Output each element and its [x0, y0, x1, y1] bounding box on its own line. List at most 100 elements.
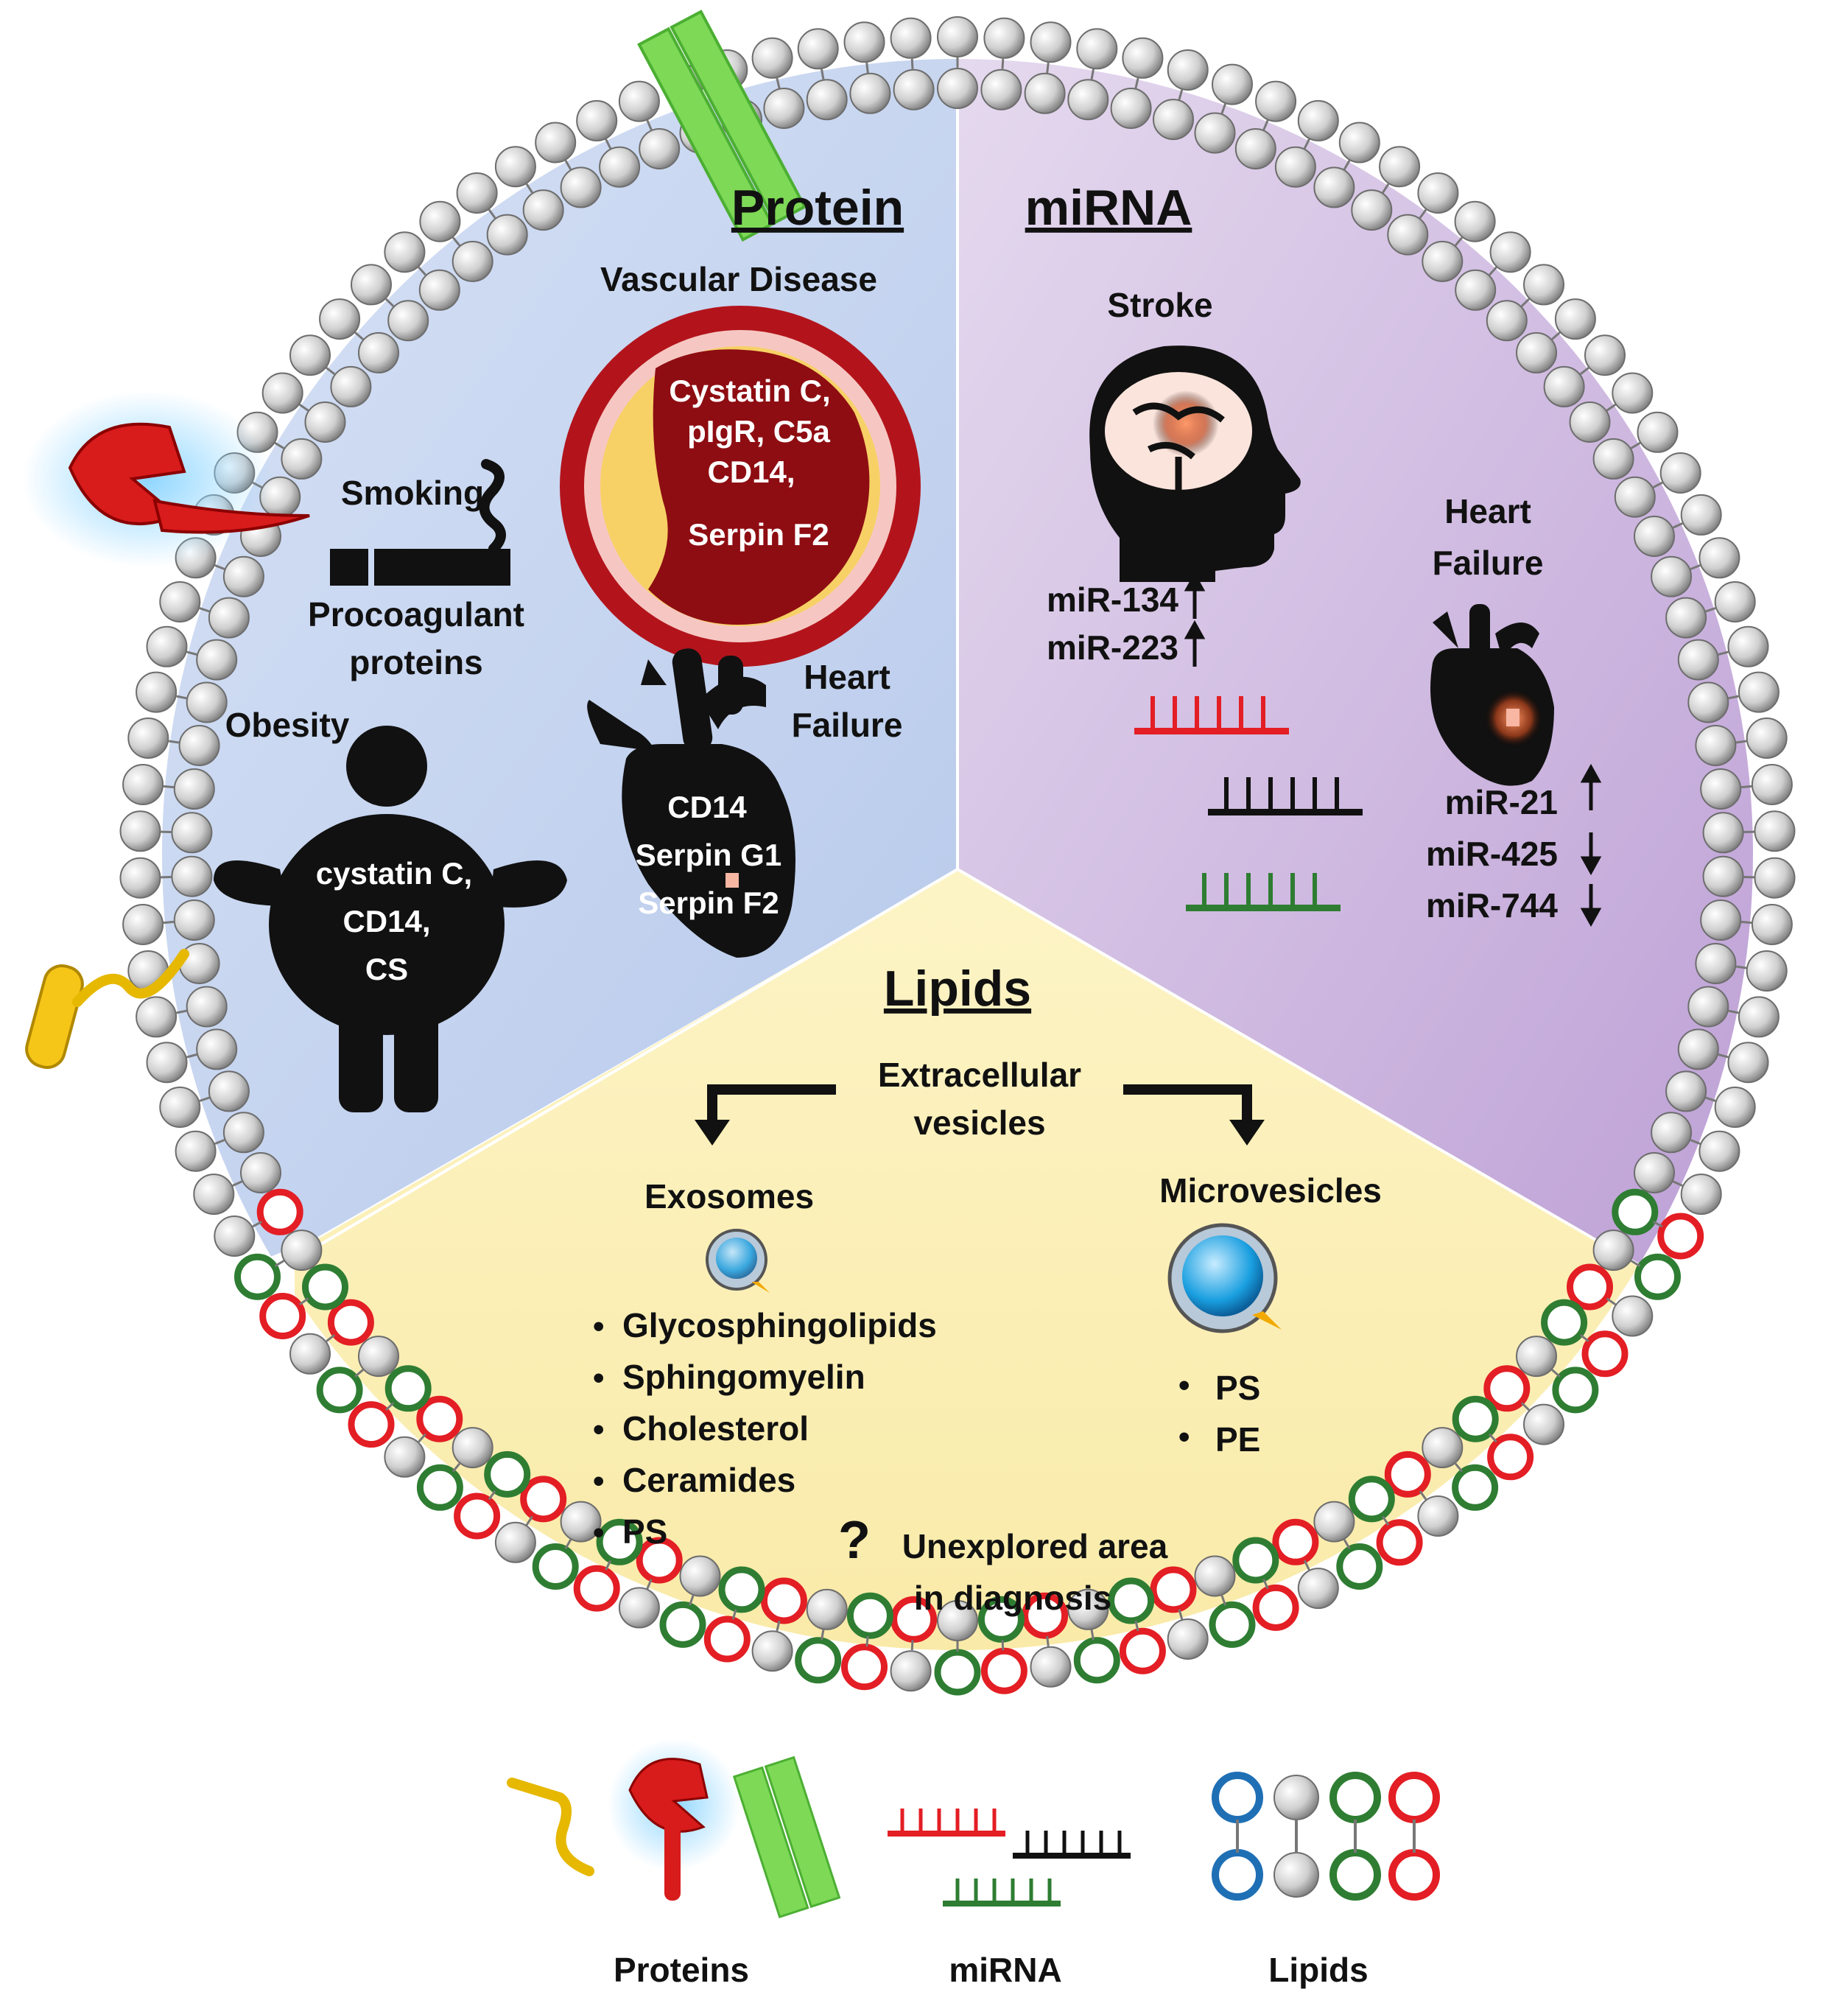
lipid-bead [937, 68, 978, 109]
lipid-bead [1657, 1213, 1704, 1260]
lipid-bead [1659, 452, 1701, 494]
lipid-bead [196, 639, 238, 681]
exosome-lipid-item: Sphingomyelin [622, 1358, 865, 1396]
lipid-tail [488, 208, 496, 219]
vascular-protein-line: Cystatin C, [669, 373, 830, 408]
lipid-bead [1076, 28, 1118, 70]
lipid-bead [1417, 172, 1459, 214]
lipid-bead [159, 1087, 201, 1128]
lipid-bead [980, 1647, 1027, 1694]
lipid-tail [1454, 1462, 1464, 1473]
lipid-bead [1727, 625, 1769, 667]
lipid-bead [1746, 718, 1788, 759]
lipid-tail [1419, 208, 1427, 219]
lipid-bead [849, 72, 891, 114]
lipid-tail [1690, 564, 1701, 570]
lipid-bead [1313, 1501, 1355, 1543]
stroke-label: Stroke [1107, 286, 1212, 324]
lipid-tail [1303, 1560, 1310, 1571]
lipid-bead [1637, 411, 1679, 453]
lipid-tail [1382, 1515, 1390, 1526]
lipid-bead [416, 1464, 463, 1511]
lipid-tail [186, 1053, 197, 1059]
lipid-bead [419, 200, 461, 242]
lipid-bead [934, 1649, 981, 1696]
protein-heart-failure-label: Failure [792, 706, 903, 744]
lipid-bead [1119, 1627, 1166, 1674]
lipid-tail [199, 1096, 210, 1102]
lipid-bead [456, 172, 498, 214]
lipid-bead [1234, 128, 1276, 169]
legend-lipid-bead [1388, 1772, 1440, 1823]
extracellular-vesicles-label: vesicles [913, 1104, 1045, 1142]
lipid-tail [1690, 1139, 1701, 1145]
lipid-bead [159, 581, 201, 622]
obesity-label: Obesity [225, 706, 350, 744]
bullet-icon: • [593, 1308, 604, 1344]
lipid-tail [385, 298, 395, 307]
question-mark-icon: ? [838, 1511, 871, 1570]
lipid-bead [330, 365, 372, 407]
lipid-bead [173, 899, 215, 941]
lipid-tail [1606, 1297, 1617, 1305]
lipid-bead [1483, 1365, 1531, 1412]
lipid-bead [1581, 1330, 1629, 1378]
lipid-bead [1297, 1568, 1339, 1610]
lipid-tail [354, 332, 364, 340]
lipid-bead [1680, 494, 1722, 536]
lipid-bead [1516, 332, 1557, 373]
lipid-tail [1220, 1595, 1227, 1606]
lipid-tail [646, 119, 653, 130]
lipid-bead [1543, 365, 1585, 407]
lipid-bead [1067, 1588, 1109, 1630]
membrane-anchored-protein-icon [25, 949, 189, 1069]
lipid-bead [122, 764, 164, 805]
lipid-tail [1579, 367, 1589, 375]
legend-mirna-label: miRNA [949, 1951, 1061, 1989]
lipid-tail [1382, 183, 1390, 194]
lipid-tail [176, 1009, 187, 1014]
lipid-bead [302, 1263, 348, 1311]
lipid-bead [560, 1501, 602, 1543]
lipid-bead [1523, 264, 1564, 306]
lipid-bead [1700, 768, 1742, 810]
lipid-bead [1122, 37, 1164, 79]
lipid-bead [1677, 639, 1719, 681]
lipid-bead [1751, 904, 1793, 945]
microvesicle-lipid-list: • PS • PE [1178, 1367, 1260, 1459]
lipid-tail [525, 183, 533, 194]
lipid-bead [127, 718, 169, 759]
lipid-tail [168, 740, 180, 744]
heart-protein-line: CD14 [667, 790, 747, 824]
lipid-bead [1680, 1174, 1722, 1216]
lipid-bead [1592, 1229, 1634, 1271]
lipid-tail [910, 58, 914, 69]
lipid-bead [222, 1112, 264, 1154]
lipid-bead [1108, 1577, 1155, 1624]
heart-mirna-item: miR-744 [1426, 886, 1558, 925]
lipid-tail [1046, 62, 1050, 74]
legend-mirna-strand-red-icon [888, 1809, 1005, 1837]
vascular-disease-label: Vascular Disease [600, 260, 877, 298]
sector-divider [293, 868, 959, 1261]
lipid-bead [240, 1152, 281, 1193]
exosome-lipid-item: Cholesterol [622, 1409, 809, 1448]
lipid-tail [1728, 695, 1739, 700]
lipid-bead [1209, 1601, 1256, 1648]
lipid-bead [1612, 1295, 1654, 1337]
lipid-bilayer-membrane [119, 16, 1796, 1696]
lipid-bead [1634, 1253, 1681, 1300]
lipid-bead [522, 189, 564, 231]
head-brain-icon [1089, 345, 1301, 582]
lipid-tail [1178, 89, 1184, 100]
lipid-bead [122, 904, 164, 945]
down-arrow-icon [1580, 832, 1602, 927]
lipid-bead [893, 69, 935, 111]
lipid-bead [1746, 950, 1788, 992]
lipid-tail [1520, 1402, 1530, 1411]
lipid-bead [1232, 1537, 1279, 1584]
bullet-icon: • [593, 1463, 604, 1499]
lipid-bead [1167, 49, 1209, 91]
lipid-tail [1520, 298, 1530, 307]
lipid-tail [1672, 1180, 1683, 1187]
